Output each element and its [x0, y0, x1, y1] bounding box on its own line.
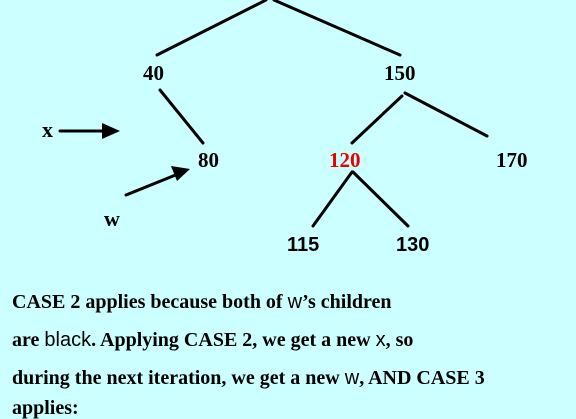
- edge-150-170: [403, 91, 489, 138]
- node-80: 80: [198, 148, 219, 172]
- explanation-line-4: applies:: [12, 397, 79, 419]
- explanation-line-2: are black. Applying CASE 2, we get a new…: [12, 329, 414, 351]
- black-word-inline: black: [44, 329, 92, 351]
- edge-root-40: [155, 0, 268, 57]
- edge-150-120: [350, 94, 404, 145]
- node-120: 120: [329, 148, 361, 172]
- x-var-inline: x: [375, 329, 386, 351]
- node-150: 150: [384, 61, 416, 85]
- w-var-inline: w: [344, 367, 360, 389]
- edge-root-150: [272, 0, 402, 57]
- node-170: 170: [496, 148, 528, 172]
- explanation-text: CASE 2 applies because both of w’s child…: [12, 283, 572, 419]
- node-115: 115: [287, 234, 320, 256]
- x-pointer-arrowhead: [102, 123, 120, 139]
- w-pointer-arrowhead: [171, 166, 190, 181]
- edge-40-80: [158, 88, 205, 145]
- edge-120-115: [311, 170, 354, 228]
- edge-120-130: [351, 170, 410, 228]
- node-40: 40: [143, 61, 164, 85]
- w-pointer-arrow-shaft: [124, 172, 180, 197]
- node-130: 130: [396, 234, 430, 256]
- w-pointer-label: w: [104, 206, 120, 231]
- explanation-line-3: during the next iteration, we get a new …: [12, 367, 485, 389]
- w-var-inline: w: [287, 291, 303, 313]
- explanation-line-1: CASE 2 applies because both of w’s child…: [12, 291, 392, 313]
- tree-diagram: [58, 0, 489, 228]
- x-pointer-label: x: [42, 117, 53, 142]
